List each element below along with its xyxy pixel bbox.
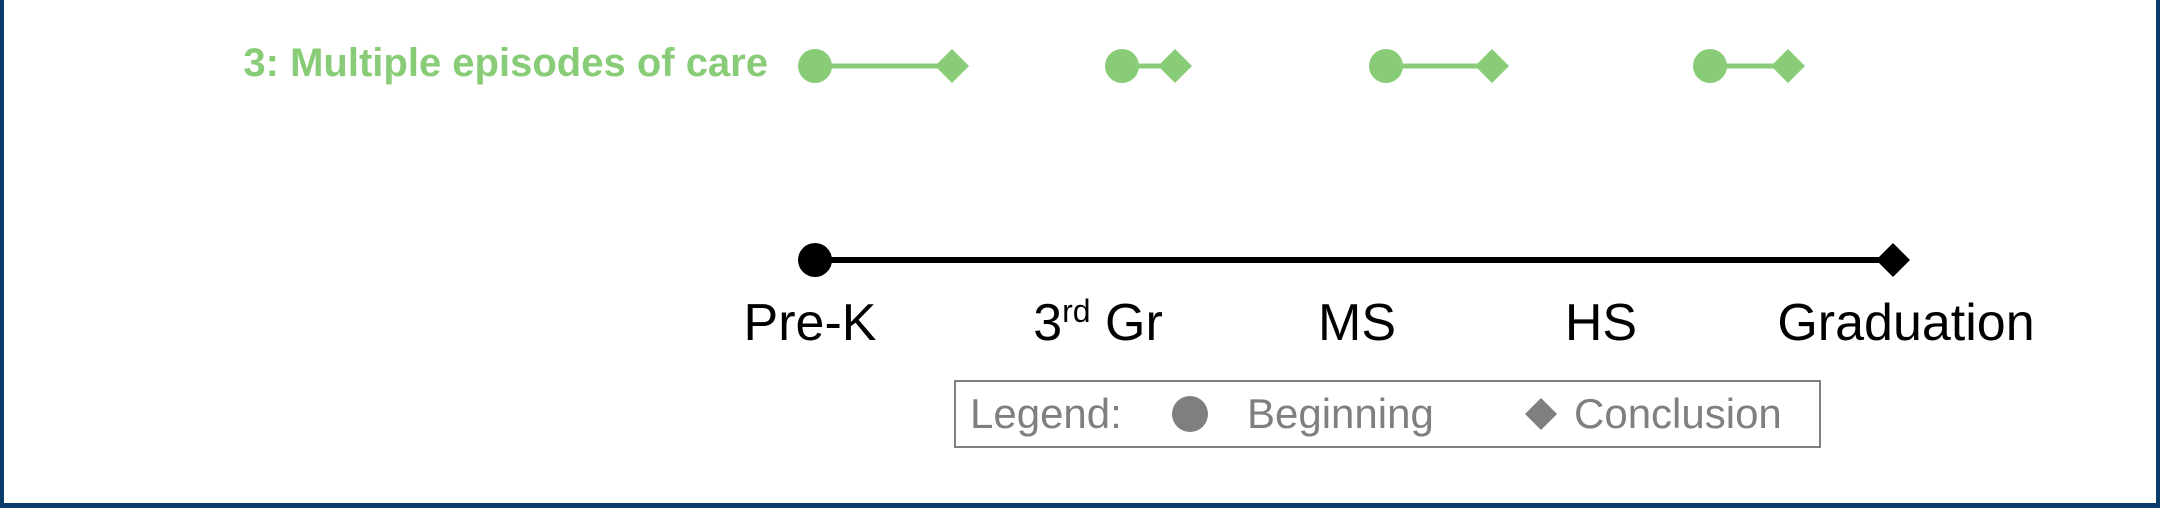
stage-label-hs: HS [1565,294,1637,352]
legend-beginning-label: Beginning [1247,390,1434,437]
episode-2 [1105,49,1192,83]
row-label: 3: Multiple episodes of care [243,41,768,85]
episode-1-beginning-circle-icon [798,49,832,83]
episode-3-beginning-circle-icon [1369,49,1403,83]
stage-label-pre-k: Pre-K [744,294,877,352]
legend-conclusion-label: Conclusion [1574,390,1782,437]
episode-1-conclusion-diamond-icon [935,49,969,83]
legend-title: Legend: [970,390,1122,437]
episode-2-beginning-circle-icon [1105,49,1139,83]
legend: Legend: Beginning Conclusion [954,380,1821,448]
episode-4-beginning-circle-icon [1693,49,1727,83]
legend-box [954,380,1821,448]
legend-diamond-icon [1525,398,1557,430]
timeline [798,243,1910,277]
stage-label-graduation: Graduation [1777,294,2034,352]
episode-4-conclusion-diamond-icon [1771,49,1805,83]
episode-4 [1693,49,1805,83]
timeline-end-diamond-icon [1876,243,1910,277]
timeline-start-circle-icon [798,243,832,277]
episode-1 [798,49,969,83]
stage-label-3rd-grade: 3rd Gr [1033,293,1163,352]
episode-3-conclusion-diamond-icon [1475,49,1509,83]
episode-2-conclusion-diamond-icon [1158,49,1192,83]
episode-3 [1369,49,1509,83]
stage-label-ms: MS [1318,294,1396,352]
legend-circle-icon [1172,396,1208,432]
